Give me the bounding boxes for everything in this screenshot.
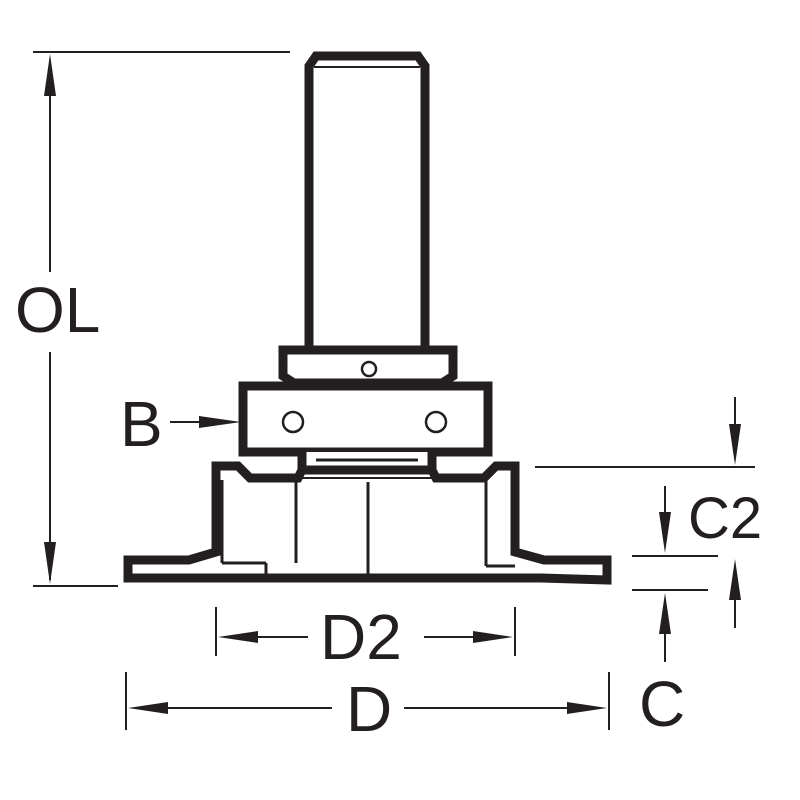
d-arrow-right: [567, 702, 607, 714]
bearing-hole-right: [424, 410, 448, 434]
d-label: D: [346, 673, 392, 745]
c2-arrow-bottom: [659, 512, 671, 553]
bearing: [238, 381, 493, 457]
d-arrow-left: [128, 702, 168, 714]
c2-dimension: [535, 397, 755, 557]
shank: [304, 51, 430, 350]
d2-label: D2: [320, 601, 402, 673]
ol-dimension: [33, 51, 290, 587]
c-arrow-bottom: [659, 593, 671, 634]
d-dimension: [125, 672, 610, 730]
c2-arrow-top: [729, 424, 741, 465]
b-leader: [170, 416, 241, 428]
collar-screw-hole: [360, 360, 378, 378]
ol-arrow-bottom: [44, 542, 56, 584]
d2-arrow-right: [473, 631, 513, 643]
c-dimension: [632, 559, 741, 662]
ol-arrow-top: [44, 54, 56, 96]
c-label: C: [639, 668, 685, 740]
d2-arrow-left: [218, 631, 258, 643]
d2-dimension: [215, 607, 516, 656]
bearing-hole-left: [281, 410, 305, 434]
b-arrow: [199, 416, 241, 428]
b-label: B: [120, 388, 163, 460]
c-arrow-top: [729, 559, 741, 600]
ol-label: OL: [15, 274, 100, 346]
c2-label: C2: [688, 486, 762, 551]
router-bit: [123, 51, 612, 585]
